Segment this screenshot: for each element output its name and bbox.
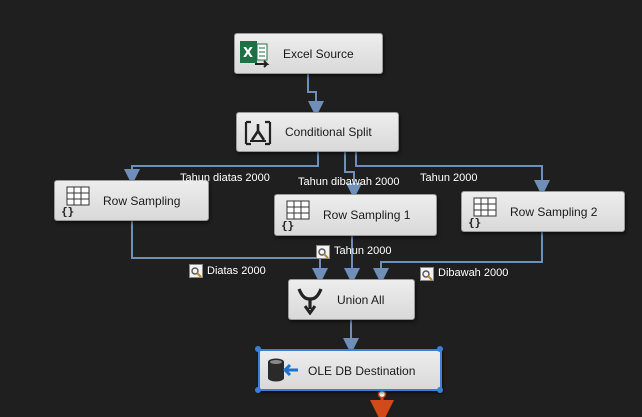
path-split-to-rowsampling2[interactable]: [355, 152, 550, 196]
oledb-destination-task[interactable]: OLE DB Destination: [258, 349, 442, 391]
union-all-label: Union All: [337, 293, 385, 307]
data-viewer-icon[interactable]: [189, 264, 203, 278]
row-sampling-2-task[interactable]: {} Row Sampling 2: [461, 191, 625, 232]
path-label-split-below[interactable]: Tahun dibawah 2000: [298, 176, 400, 188]
union-all-icon: [295, 285, 325, 320]
row-sampling-1-task[interactable]: {} Row Sampling 1: [274, 194, 437, 236]
row-sampling-label: Row Sampling: [103, 194, 181, 208]
excel-source-task[interactable]: X Excel Source: [234, 33, 383, 74]
path-label-union-above[interactable]: Diatas 2000: [207, 265, 266, 277]
path-split-to-rowsampling[interactable]: [124, 152, 319, 185]
selection-handle-tr[interactable]: [437, 346, 443, 352]
row-sampling-icon: {}: [59, 185, 91, 222]
conditional-split-icon: [243, 118, 273, 153]
path-label-union-below[interactable]: Dibawah 2000: [438, 267, 509, 279]
conditional-split-label: Conditional Split: [285, 125, 372, 139]
path-split-to-rowsampling1[interactable]: [344, 152, 362, 199]
excel-icon: X: [239, 39, 271, 74]
error-output-handle[interactable]: [377, 389, 387, 399]
path-excel-to-split[interactable]: [307, 74, 324, 117]
row-sampling-2-icon: {}: [466, 196, 498, 233]
oledb-destination-label: OLE DB Destination: [308, 364, 416, 378]
path-label-union-equal[interactable]: Tahun 2000: [334, 245, 392, 257]
union-all-task[interactable]: Union All: [288, 279, 415, 320]
data-viewer-icon[interactable]: [316, 245, 330, 259]
path-rowsampling-to-union[interactable]: [131, 221, 328, 284]
selection-handle-br[interactable]: [437, 387, 443, 393]
path-label-split-equal[interactable]: Tahun 2000: [420, 172, 478, 184]
row-sampling-2-label: Row Sampling 2: [510, 205, 598, 219]
path-rowsampling2-to-union[interactable]: [373, 232, 543, 284]
selection-handle-bl[interactable]: [255, 387, 261, 393]
excel-source-label: Excel Source: [283, 47, 354, 61]
path-label-split-above[interactable]: Tahun diatas 2000: [180, 172, 270, 184]
data-viewer-icon[interactable]: [420, 267, 434, 281]
conditional-split-task[interactable]: Conditional Split: [236, 112, 399, 152]
svg-text:{}: {}: [281, 219, 294, 231]
svg-text:{}: {}: [61, 205, 74, 217]
row-sampling-1-icon: {}: [279, 199, 311, 236]
row-sampling-1-label: Row Sampling 1: [323, 208, 411, 222]
row-sampling-task[interactable]: {} Row Sampling: [54, 180, 209, 221]
svg-text:{}: {}: [468, 216, 481, 228]
oledb-destination-icon: [266, 356, 300, 391]
svg-text:X: X: [243, 46, 253, 61]
selection-handle-tl[interactable]: [255, 346, 261, 352]
